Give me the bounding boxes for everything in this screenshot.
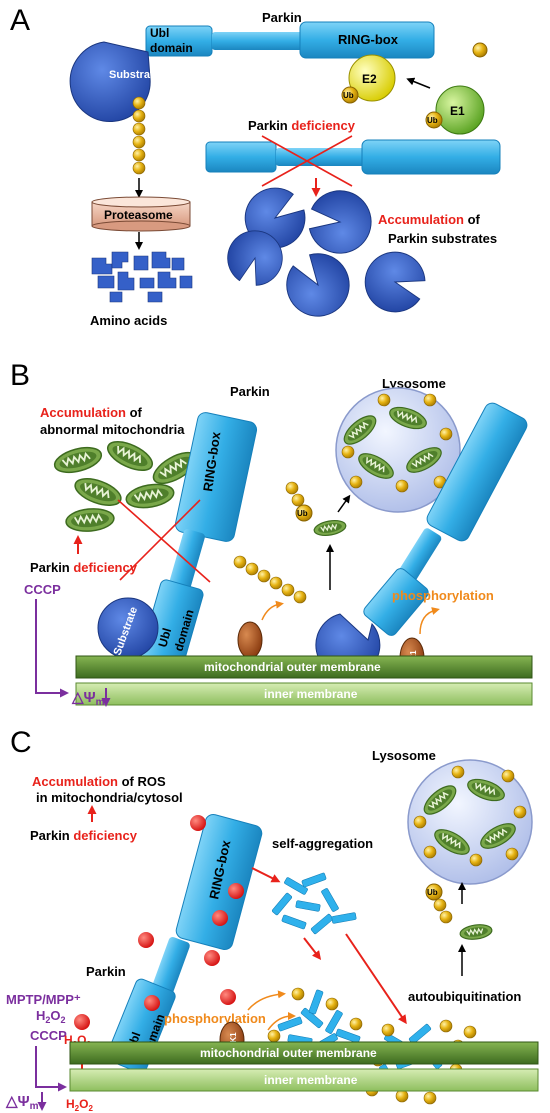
ub-label-e2: Ub bbox=[343, 91, 354, 100]
phosphorylation-label-b: phosphorylation bbox=[392, 588, 494, 603]
ub-chain-b bbox=[233, 555, 307, 604]
panel-b: B Parkin Lysosome Accumulation of abnorm… bbox=[10, 359, 533, 708]
proteasome-label: Proteasome bbox=[104, 208, 173, 222]
parkin-aggregate-1 bbox=[271, 872, 357, 935]
arrow-e1-to-e2 bbox=[406, 77, 431, 89]
e1-label: E1 bbox=[450, 104, 465, 118]
parkin-title-b: Parkin bbox=[230, 384, 270, 399]
abnormal-mito-label: abnormal mitochondria bbox=[40, 422, 185, 437]
cccp-arrow-b bbox=[35, 599, 69, 698]
ubl-domain-label-a2: domain bbox=[150, 41, 193, 55]
accumulated-substrates bbox=[217, 179, 437, 326]
outer-membrane-label-b: mitochondrial outer membrane bbox=[204, 660, 381, 674]
h2o2-label-purple: H2O2 bbox=[36, 1008, 66, 1025]
cccp-arrow-c bbox=[35, 1046, 67, 1092]
parkin-title-a: Parkin bbox=[262, 10, 302, 25]
orange-arrow-b1 bbox=[261, 600, 284, 621]
parkin-title-c: Parkin bbox=[86, 964, 126, 979]
mptp-label: MPTP/MPP⁺ bbox=[6, 992, 81, 1007]
arrow-to-lysosome-b bbox=[337, 494, 351, 513]
arrow-to-aggregate-2 bbox=[303, 937, 322, 960]
orange-arrow-b2 bbox=[419, 607, 440, 635]
parkin-deficiency-b: Parkin deficiency bbox=[30, 560, 138, 575]
phosphorylation-label-c: phosphorylation bbox=[164, 1011, 266, 1026]
autoubiquitination-label: autoubiquitination bbox=[408, 989, 521, 1004]
ub-bead-c1 bbox=[291, 987, 305, 1001]
cross-line-b2 bbox=[119, 499, 201, 581]
delta-psi-b: △Ψm bbox=[71, 689, 105, 708]
orange-arrow-c2 bbox=[267, 1012, 296, 1031]
cccp-label-b: CCCP bbox=[24, 582, 61, 597]
ubiquitinated-mito-b bbox=[285, 481, 348, 539]
e1-enzyme bbox=[435, 85, 485, 135]
panel-c-label: C bbox=[10, 726, 32, 759]
free-ub-bead bbox=[472, 42, 488, 58]
ub-bead-e2 bbox=[341, 86, 359, 104]
ub-label-c: Ub bbox=[427, 888, 438, 897]
e2-enzyme bbox=[348, 54, 396, 102]
ub-bead-e1 bbox=[425, 111, 443, 129]
amino-acids-label: Amino acids bbox=[90, 313, 167, 328]
outer-membrane-c bbox=[69, 1041, 539, 1065]
parkin-protein-a bbox=[145, 21, 435, 59]
orange-arrow-c1 bbox=[247, 990, 286, 1011]
panel-b-label: B bbox=[10, 359, 30, 392]
h2o2-label-red-bottom: H2O2 bbox=[66, 1097, 93, 1113]
outer-membrane-b bbox=[75, 655, 533, 679]
ubl-domain-label-b1: Ubl bbox=[155, 626, 174, 648]
cccp-label-c: CCCP bbox=[30, 1028, 67, 1043]
e2-label: E2 bbox=[362, 72, 377, 86]
substrate-a bbox=[69, 41, 151, 123]
amino-acid-fragments bbox=[91, 251, 193, 303]
ub-label-b: Ub bbox=[297, 509, 308, 518]
ub-label-e1: Ub bbox=[427, 116, 438, 125]
inner-membrane-c bbox=[69, 1068, 539, 1092]
panel-a-label: A bbox=[10, 4, 30, 37]
pink1-unlabeled-b bbox=[237, 621, 263, 659]
parkin-protein-b bbox=[140, 412, 258, 669]
accumulation-label-c: Accumulation of ROS bbox=[32, 774, 166, 789]
proteasome-icon bbox=[91, 196, 191, 232]
parkin-deficiency-c: Parkin deficiency bbox=[30, 828, 138, 843]
accumulation-label-a: Accumulation of bbox=[378, 212, 481, 227]
parkin-protein-b2 bbox=[363, 402, 528, 636]
substrate-label-a: Substrate bbox=[109, 69, 160, 81]
self-aggregation-label: self-aggregation bbox=[272, 836, 373, 851]
ring-box-label-a: RING-box bbox=[338, 32, 399, 47]
parkin-deficiency-a: Parkin deficiency bbox=[248, 118, 356, 133]
accumulation-label-b: Accumulation of bbox=[40, 405, 143, 420]
lysosome-label-c: Lysosome bbox=[372, 748, 436, 763]
ubiquitinated-mito-c bbox=[425, 883, 494, 942]
cross-line-a2 bbox=[261, 135, 353, 187]
panel-a: A Parkin Ubl domain RING-box Substrate bbox=[10, 4, 501, 328]
parkin-substrates-label: Parkin substrates bbox=[388, 231, 497, 246]
ubl-domain-label-a1: Ubl bbox=[150, 26, 169, 40]
in-mito-cytosol-label: in mitochondria/cytosol bbox=[36, 790, 183, 805]
inner-membrane-label-b: inner membrane bbox=[264, 687, 358, 701]
inner-membrane-label-c: inner membrane bbox=[264, 1073, 358, 1087]
lysosome-b bbox=[335, 387, 461, 513]
lysosome-label-b: Lysosome bbox=[382, 376, 446, 391]
parkin-protein-deficient-a bbox=[205, 139, 501, 175]
arrow-to-aggregate-3 bbox=[345, 933, 407, 1025]
inner-membrane-b bbox=[75, 682, 533, 706]
delta-psi-c: △Ψm bbox=[5, 1093, 39, 1112]
arrow-to-aggregate-1 bbox=[251, 867, 281, 883]
panel-c: C Lysosome Accumulation of ROS in mitoch… bbox=[5, 726, 539, 1113]
lysosome-c bbox=[407, 759, 533, 885]
cross-line-b1 bbox=[117, 499, 211, 583]
outer-membrane-label-c: mitochondrial outer membrane bbox=[200, 1046, 377, 1060]
